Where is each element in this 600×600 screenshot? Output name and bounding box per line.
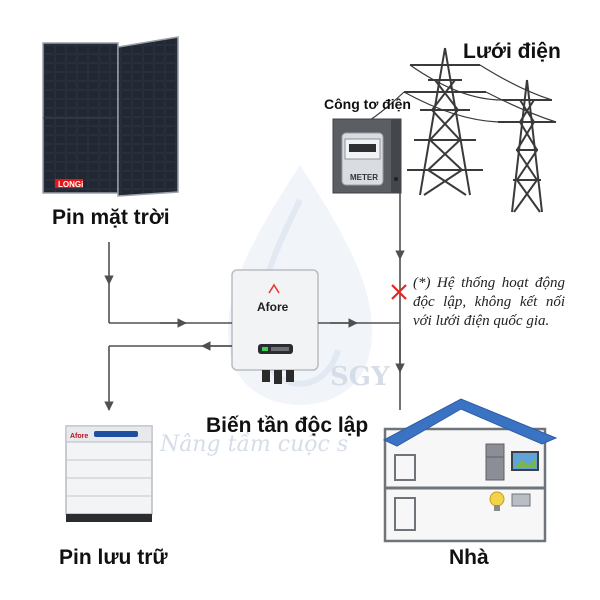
house <box>382 398 558 543</box>
inverter-brand-text: Afore <box>257 300 289 314</box>
label-grid: Lưới điện <box>463 40 561 63</box>
meter-face-text: METER <box>350 173 378 182</box>
off-grid-note: (*) Hệ thống hoạt động độc lập, không kế… <box>413 275 565 329</box>
solar-panel-back <box>117 36 179 197</box>
panel-brand-text: LONGi <box>58 180 83 189</box>
label-inverter: Biến tần độc lập <box>206 414 369 437</box>
solar-panels: LONGi <box>42 36 179 197</box>
connection-lines <box>104 193 405 411</box>
disconnect-cross <box>391 284 407 300</box>
label-battery: Pin lưu trữ <box>59 546 168 569</box>
battery-brand-text: Afore <box>70 433 88 440</box>
label-solar-panel: Pin mặt trời <box>52 206 170 229</box>
watermark-slogan: Nâng tầm cuộc s <box>160 432 349 457</box>
battery-stack: Afore <box>65 425 153 522</box>
panel-brand-badge <box>55 179 83 188</box>
electric-meter: METER <box>332 118 402 194</box>
label-house: Nhà <box>449 546 489 569</box>
watermark-logo-letters: SGY <box>330 362 390 392</box>
grid-towers <box>369 47 557 213</box>
inverter: Afore <box>231 269 319 384</box>
label-meter: Công tơ điện <box>324 96 411 112</box>
